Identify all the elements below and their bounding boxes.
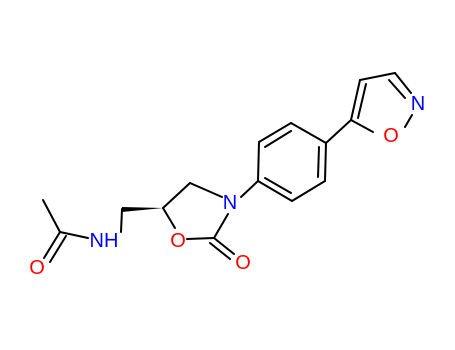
bond-iso-C5-C4-inner [357, 83, 367, 119]
bond-CH2-stereocenter-wedge [122, 207, 163, 212]
bond-N3-phenyl [240, 180, 259, 198]
ring-oxygen-label: O [170, 230, 186, 252]
bond-carbonyl-O-1 [43, 231, 61, 259]
bond-O1-C5 [162, 207, 176, 229]
oxazolidinone-group [120, 182, 235, 260]
bond-carbonyl-amide-N [59, 231, 89, 239]
ring-nitrogen-label: N [223, 192, 237, 214]
acetamide-group [42, 199, 89, 263]
bond-ph-inner-2 [317, 146, 320, 178]
isoxazole-oxygen-label: O [383, 125, 399, 147]
bond-ph-inner-1 [264, 130, 292, 148]
bond-iso-C5-C4 [350, 79, 361, 121]
bond-iso-C4-C3 [359, 72, 396, 81]
bond-N3-C2 [213, 213, 229, 239]
bond-ph-1 [257, 141, 260, 182]
carbonyl-oxygen-label: O [235, 252, 251, 274]
bond-C2-carbonyl-O-2 [209, 242, 231, 260]
bond-ph-5 [291, 180, 326, 202]
bond-ph-inner-3 [264, 177, 292, 194]
bond-ph-6 [257, 180, 293, 202]
bond-iso-C3-N [394, 72, 412, 94]
bond-carbonyl-O-2 [49, 235, 67, 263]
bond-phenyl-isoxazole [325, 119, 352, 144]
bond-C5-C4 [162, 182, 191, 209]
isoxazole-ring [325, 72, 413, 144]
amide-oxygen-label: O [29, 257, 45, 279]
bond-iso-C3-N-inner [388, 79, 406, 99]
bond-ph-2 [258, 122, 292, 143]
atom-labels: O NH O O N N O [29, 93, 425, 279]
bond-iso-N-O [404, 114, 413, 128]
bond-ph-3 [290, 122, 327, 144]
bond-methyl-carbonyl [42, 199, 61, 233]
bond-C4-N3 [189, 182, 223, 198]
phenyl-ring [240, 122, 327, 202]
bond-iso-O-C5 [350, 119, 374, 133]
isoxazole-nitrogen-label: N [411, 93, 425, 115]
amide-nitrogen-label: NH [90, 230, 119, 252]
bond-C2-carbonyl-O-1 [213, 237, 235, 255]
bond-ph-4 [324, 142, 327, 182]
bond-amide-N-CH2 [120, 208, 123, 233]
bond-C2-O1 [186, 237, 215, 240]
